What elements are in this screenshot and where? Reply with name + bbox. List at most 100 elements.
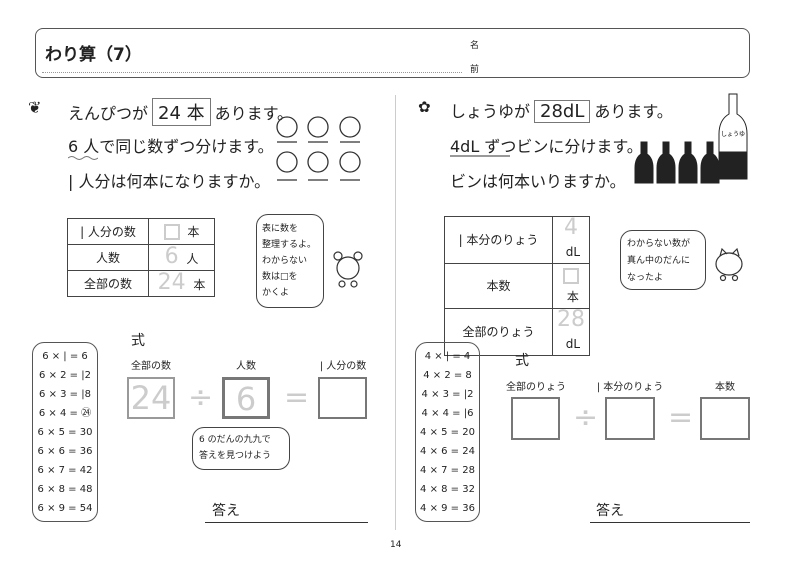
mult-row: 4 × 8 = 32 (420, 484, 475, 495)
children-illustration (276, 116, 361, 181)
problem-line-2: 4dL ずつビンに分けます。 (450, 137, 643, 156)
mult-row: 4 × 2 = 8 (423, 370, 472, 381)
value: 4 (564, 215, 578, 240)
mult-row: 6 × 5 = 30 (37, 427, 93, 438)
mascot-illustration (715, 247, 743, 282)
unknown-square (163, 224, 180, 240)
text: あります。 (594, 102, 673, 121)
bubble-text: わからない数が (627, 239, 691, 249)
problem-line-3: ビンは何本いりますか。 (450, 172, 626, 191)
eq-label: 全部の数 (131, 361, 171, 372)
bubble-text: なったよ (627, 273, 664, 283)
page-title: わり算（7） (45, 45, 142, 65)
given-value-box: 28dL (534, 100, 591, 123)
problem-line-3: | 人分は何本になりますか。 (68, 172, 271, 191)
sprout-icon: ❦ (28, 98, 42, 117)
unit: dL (565, 337, 581, 351)
answer-box[interactable] (318, 377, 367, 419)
bubble-text: 数は□を (262, 272, 298, 282)
unit: 本 (566, 290, 579, 304)
bubble-text: 答えを見つけよう (199, 451, 272, 461)
row-label: 全部のりょう (444, 308, 553, 356)
given-value-box: 24 本 (152, 98, 211, 126)
dividend-box[interactable]: 24 (127, 377, 175, 419)
value: 28 (557, 307, 585, 332)
underline (450, 155, 510, 157)
wavy-underline (68, 156, 98, 160)
row-label: 人数 (67, 244, 149, 271)
answer-label: 答え (212, 503, 240, 519)
row-label: | 本分のりょう (444, 216, 553, 264)
row-label: | 人分の数 (67, 218, 149, 245)
mult-row: 6 × | = 6 (42, 351, 88, 362)
header-box (35, 28, 750, 78)
shiki-label: 式 (131, 333, 145, 349)
bubble-text: わからない (262, 256, 308, 266)
row-label: 本数 (444, 263, 553, 309)
mult-row: 4 × 4 = |6 (421, 408, 474, 419)
equals-sign: = (668, 400, 694, 435)
divisor-box[interactable] (605, 397, 655, 440)
divide-sign: ÷ (188, 380, 214, 415)
hint-bubble: 表に数を 整理するよ。 わからない 数は□を かくよ (256, 214, 324, 308)
answer-box[interactable] (700, 397, 750, 440)
flower-icon: ✿ (418, 98, 431, 116)
soy-sauce-bottles-illustration: しょうゆ (634, 93, 748, 184)
bottle-label: しょうゆ (721, 131, 745, 138)
divisor-box[interactable]: 6 (222, 377, 270, 419)
row-label: 全部の数 (67, 270, 149, 297)
mult-row: 4 × 7 = 28 (420, 465, 475, 476)
eq-label: 人数 (236, 361, 256, 372)
mult-row: 4 × 9 = 36 (420, 503, 475, 514)
divide-sign: ÷ (573, 400, 599, 435)
shiki-label: 式 (515, 353, 529, 369)
unit: dL (565, 245, 581, 259)
hint-bubble-kuku: 6 のだんの九九で 答えを見つけよう (192, 427, 290, 470)
unit: 人 (186, 251, 199, 266)
mult-row: 4 × 6 = 24 (420, 446, 475, 457)
mult-row: 4 × 3 = |2 (421, 389, 474, 400)
text: えんぴつが (68, 104, 149, 123)
answer-line[interactable] (590, 522, 750, 524)
answer-line[interactable] (205, 522, 368, 524)
unit: 本 (193, 277, 206, 292)
page-number: 14 (390, 540, 402, 550)
bubble-text: 6 のだんの九九で (199, 435, 271, 445)
mult-row: 6 × 2 = |2 (39, 370, 91, 381)
title-dotted-line (42, 72, 462, 73)
name-label: 名 (470, 41, 480, 51)
bubble-text: 真ん中のだんに (627, 256, 691, 266)
eq-label: | 本分のりょう (596, 382, 664, 393)
mascot-illustration (333, 251, 363, 288)
hint-bubble: わからない数が 真ん中のだんに なったよ (620, 230, 706, 290)
eq-label: | 人分の数 (319, 361, 367, 372)
unknown-square (563, 267, 579, 284)
text: しょうゆが (450, 102, 531, 121)
mult-row: 4 × | = 4 (424, 351, 471, 362)
bubble-text: 表に数を (262, 224, 299, 234)
multiplication-table-6: 6 × | = 6 6 × 2 = |2 6 × 3 = |8 6 × 4 = ㉔ 6 … (32, 342, 98, 522)
column-divider (395, 95, 396, 530)
eq-label: 全部のりょう (506, 382, 566, 393)
bubble-text: かくよ (262, 288, 290, 298)
mult-row: 6 × 3 = |8 (39, 389, 91, 400)
mult-row: 4 × 5 = 20 (420, 427, 475, 438)
mult-row: 6 × 7 = 42 (37, 465, 93, 476)
answer-label: 答え (596, 503, 624, 519)
eq-label: 本数 (715, 382, 735, 393)
mult-row: 6 × 4 = ㉔ (38, 408, 92, 419)
equals-sign: = (284, 380, 310, 415)
unit: 本 (187, 224, 200, 239)
bubble-text: 整理するよ。 (262, 240, 317, 250)
mult-row: 6 × 8 = 48 (37, 484, 93, 495)
value: 6 (164, 243, 179, 269)
multiplication-table-4: 4 × | = 4 4 × 2 = 8 4 × 3 = |2 4 × 4 = |6 4 … (415, 342, 480, 522)
problem-line-2: 6 人で同じ数ずつ分けます。 (68, 137, 274, 156)
mult-row: 6 × 9 = 54 (37, 503, 93, 514)
mult-row: 6 × 6 = 36 (37, 446, 93, 457)
dividend-box[interactable] (511, 397, 560, 440)
